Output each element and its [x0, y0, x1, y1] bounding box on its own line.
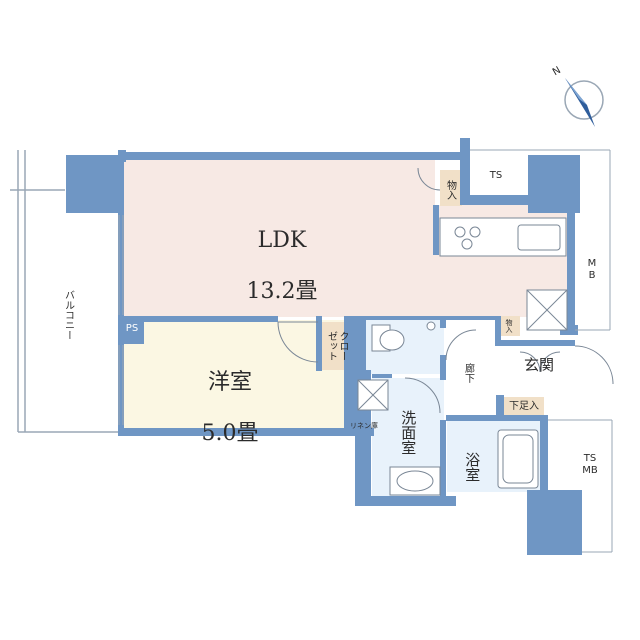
western-floor [122, 320, 344, 430]
ldk-name: LDK [257, 228, 307, 254]
kitchen [439, 217, 568, 331]
washroom-label: 洗面室 [399, 409, 418, 455]
storage-hall-label: 物入 [505, 319, 514, 333]
balcony-label: バルコニー [62, 290, 74, 340]
ts-top-label: TS [489, 170, 503, 181]
ts-mb-label: TS MB [582, 453, 598, 476]
ps-label: PS [125, 323, 139, 334]
window-lines [118, 149, 613, 553]
ldk-floor [122, 160, 435, 317]
compass-icon [564, 78, 604, 127]
closet-label: クロー ゼット [325, 331, 349, 361]
hall-storage-floor [500, 316, 520, 336]
hallway-label: 廊下 [462, 363, 474, 383]
door-swings [277, 167, 614, 414]
storage-top-floor [440, 170, 462, 206]
washroom-fixtures [357, 379, 441, 496]
mb-label: M B [587, 258, 597, 281]
shoe-box-label: 下足入 [509, 401, 539, 412]
balcony [10, 150, 120, 433]
ldk-label: LDK 13.2畳 [222, 203, 342, 304]
ldk-size: 13.2畳 [246, 278, 318, 304]
bathtub [497, 429, 539, 489]
entrance-label: 玄関 [523, 356, 554, 374]
toilet [371, 321, 436, 352]
bathroom-label: 浴室 [463, 452, 482, 482]
shoe-box-floor [502, 397, 544, 415]
western-name: 洋室 [207, 370, 252, 396]
linen-label: リネン庫 [350, 422, 378, 430]
storage-top-label: 物入 [444, 180, 456, 200]
western-size: 5.0畳 [201, 420, 259, 446]
western-label: 洋室 5.0畳 [180, 345, 280, 446]
